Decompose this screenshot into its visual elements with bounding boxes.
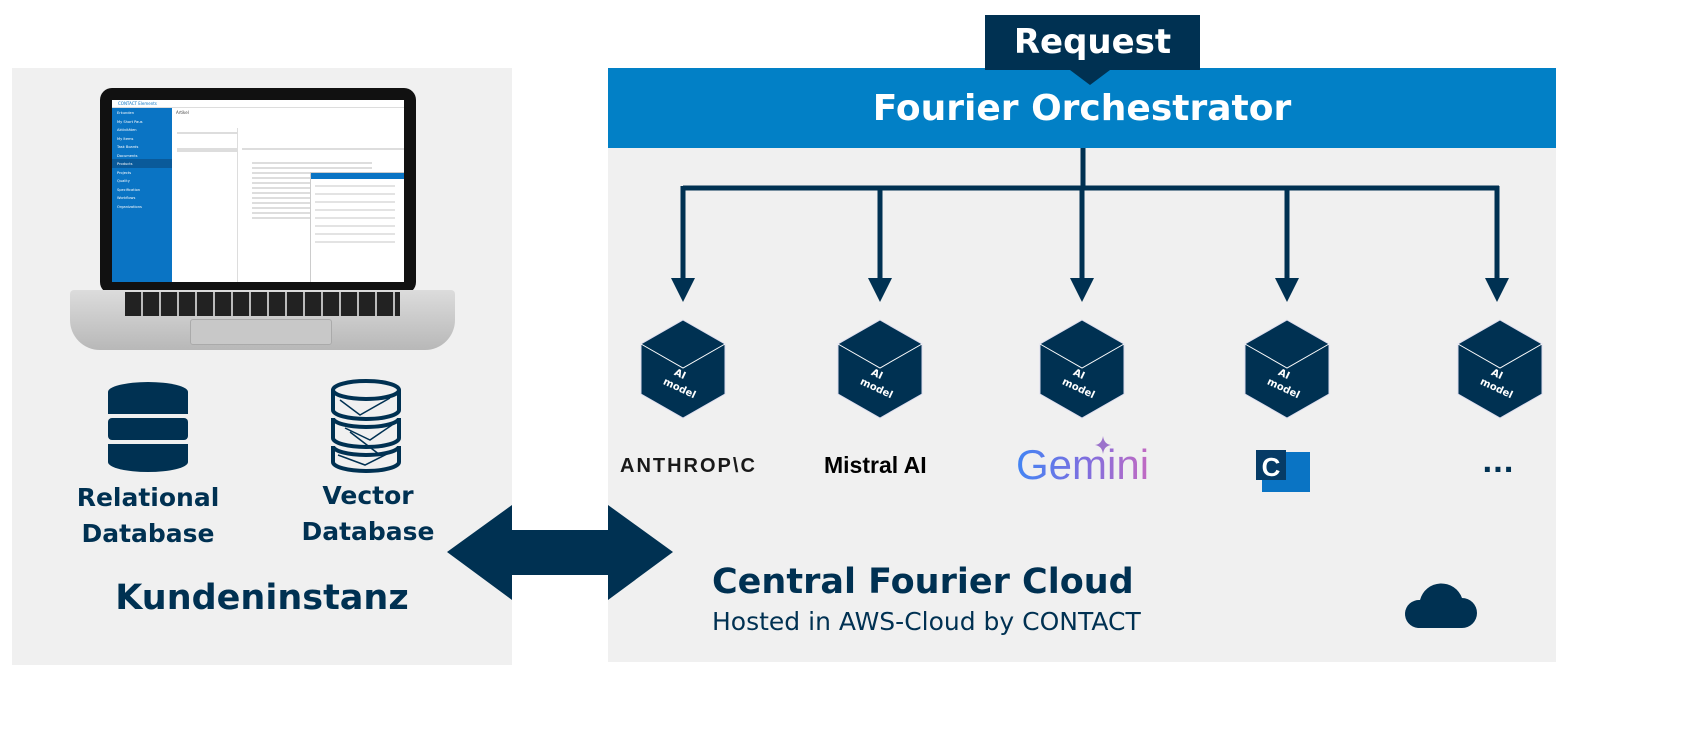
sidebar-item[interactable]: My Short Paus [117,119,143,124]
mistral-logo: Mistral AI [824,452,927,478]
sidebar-item[interactable]: My Items [117,136,134,141]
sidebar-item[interactable]: Specification [117,187,141,192]
laptop-base [70,290,455,350]
keyboard [125,292,400,316]
page-title: Artikel [176,110,189,115]
request-label: Request [1013,22,1172,62]
ai-model-cube: AImodel [640,319,726,419]
orchestrator-title: Fourier Orchestrator [872,88,1292,129]
cloud-subtitle: Hosted in AWS-Cloud by CONTACT [712,607,1141,636]
arrowheads [671,278,1509,302]
arrowhead [1485,278,1509,302]
contact-logo: C [1256,450,1310,492]
laptop-screen: CONTACT Elements Erkunden My Short Paus … [112,100,404,282]
ai-assistant-panel [310,172,404,282]
anthropic-logo: ANTHROP\C [620,455,757,477]
ai-model-cube: AImodel [1039,319,1125,419]
gemini-logo: Gemini [1016,441,1150,488]
arrowhead [671,278,695,302]
bidirectional-arrow [447,505,673,600]
sidebar-item[interactable]: Projects [117,170,132,175]
sidebar-item[interactable]: Products [112,159,172,168]
cloud-icon [1404,583,1477,628]
app-sidebar: Erkunden My Short Paus Aktivitäten My It… [112,108,172,282]
ai-model-cube: AImodel [1244,319,1330,419]
sidebar-item[interactable]: Task Boards [117,145,139,149]
ai-model-cube: AImodel [1457,319,1543,419]
sidebar-item[interactable]: Documents [117,153,138,158]
trackpad [190,319,332,345]
app-title: CONTACT Elements [112,100,404,108]
customer-instance-title: Kundeninstanz [115,578,409,618]
connector-lines [680,148,1500,280]
relational-database-icon [108,382,188,472]
ai-model-cube: AImodel [837,319,923,419]
arrowhead [1275,278,1299,302]
arrowhead [868,278,892,302]
orchestrator-band [608,68,1556,148]
more-models: ... [1482,446,1514,479]
sidebar-item[interactable]: Quality [117,179,130,183]
sidebar-item[interactable]: Aktivitäten [117,128,137,132]
arrowhead [1070,278,1094,302]
sidebar-item[interactable]: Organizations [117,204,142,209]
request-tab [985,15,1200,85]
cloud-title: Central Fourier Cloud [712,562,1134,602]
vector-database-icon [331,379,401,473]
sidebar-item[interactable]: Erkunden [117,111,135,115]
svg-text:C: C [1262,452,1281,482]
gemini-sparkle-icon [1095,436,1111,454]
sidebar-item[interactable]: Workflows [117,196,136,200]
